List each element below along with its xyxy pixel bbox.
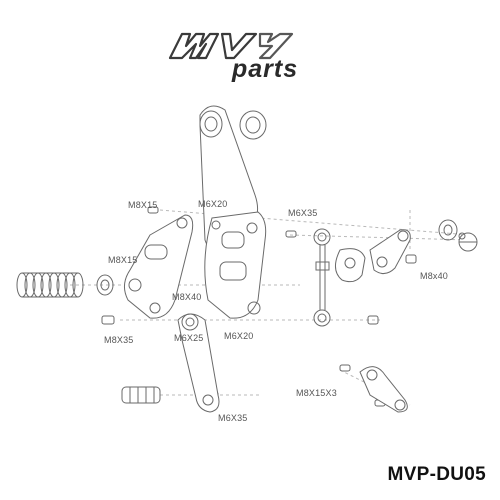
assembly-axis-lines xyxy=(70,209,471,406)
lower-right-link xyxy=(359,366,408,413)
logo-parts-text: parts xyxy=(232,55,299,83)
label-m8x15-left: M8X15 xyxy=(108,255,138,265)
label-m6x25: M6X25 xyxy=(174,333,204,343)
spacer-washer xyxy=(96,274,114,296)
label-m8x40-right: M8x40 xyxy=(420,271,449,281)
label-m8x35: M8X35 xyxy=(104,335,134,345)
shift-arm-right xyxy=(369,229,411,274)
label-m8x40-mid: M8X40 xyxy=(172,292,202,302)
left-bracket-plate xyxy=(124,214,194,319)
right-pivot-fittings xyxy=(438,219,478,252)
lower-shift-lever xyxy=(177,313,220,413)
mv-parts-logo xyxy=(168,32,294,60)
lower-peg-rubber xyxy=(121,386,161,404)
label-m6x20-top: M6X20 xyxy=(198,199,228,209)
main-bracket-plate xyxy=(204,211,267,319)
shift-rod xyxy=(313,228,331,327)
label-m6x35-top: M6X35 xyxy=(288,208,318,218)
product-code: MVP-DU05 xyxy=(387,464,486,485)
label-m8x15-top: M8X15 xyxy=(128,200,158,210)
label-m6x20-bottom: M6X20 xyxy=(224,331,254,341)
label-m6x35-bottom: M6X35 xyxy=(218,413,248,423)
footpeg-spring xyxy=(16,272,84,298)
link-plate xyxy=(335,248,366,283)
label-m8x15x3: M8X15X3 xyxy=(296,388,337,398)
top-washer xyxy=(239,110,267,140)
